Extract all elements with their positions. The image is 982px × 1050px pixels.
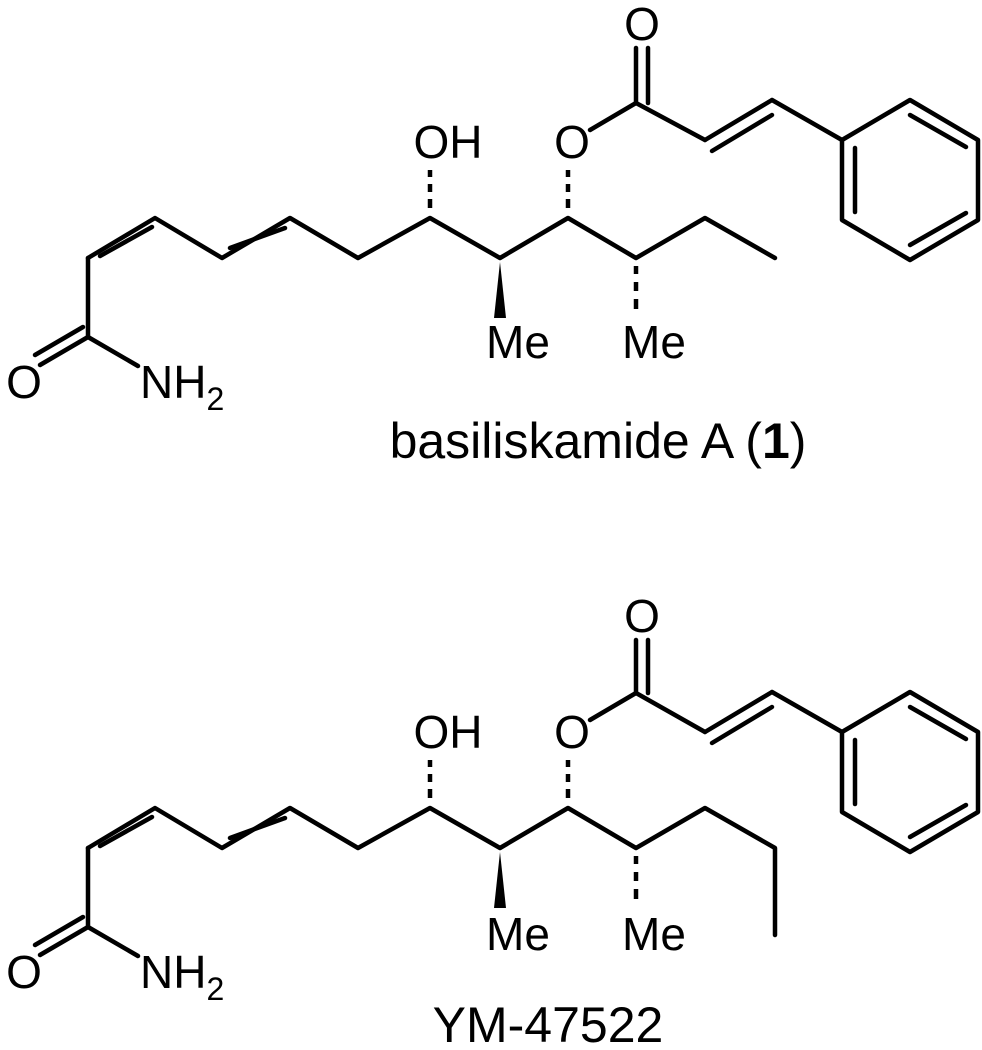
amide-co-bond-a bbox=[37, 334, 91, 368]
cinnamoyl-bond-2 bbox=[769, 97, 845, 143]
amide-n-label: NH2 bbox=[140, 946, 224, 1007]
amide-cn-bond bbox=[85, 924, 141, 959]
z-alkene-inner-bond bbox=[97, 224, 155, 259]
amide-co-bond-b bbox=[32, 324, 86, 358]
ester-o-label: O bbox=[554, 706, 590, 758]
hydroxyl-label: OH bbox=[414, 706, 483, 758]
ester-o-label: O bbox=[554, 116, 590, 168]
carbon-skeleton bbox=[32, 637, 845, 959]
cinnamoyl-double-a bbox=[702, 97, 775, 143]
amide-o-label: O bbox=[6, 946, 42, 998]
amide-n-text: NH bbox=[140, 946, 206, 998]
methyl-2-label: Me bbox=[622, 316, 686, 368]
methyl-1-label: Me bbox=[486, 908, 550, 960]
carbon-skeleton bbox=[32, 45, 845, 369]
amide-n-subscript: 2 bbox=[206, 381, 224, 417]
phenyl-ring bbox=[839, 689, 981, 855]
methyl-wedge-bond bbox=[494, 262, 506, 318]
cinnamoyl-double-a bbox=[702, 689, 775, 735]
cinnamoyl-bond-2 bbox=[769, 689, 845, 735]
phenyl-ring bbox=[839, 97, 981, 263]
amide-co-bond-b bbox=[32, 914, 86, 948]
amide-n-text: NH bbox=[140, 356, 206, 408]
ester-o-c-bond bbox=[587, 690, 639, 723]
e-alkene-inner-bond bbox=[227, 815, 288, 841]
e-alkene-inner-bond bbox=[227, 225, 288, 251]
structure-basiliskamide-a: O O OH Me Me O NH2 basiliskamide A (1) bbox=[6, 0, 981, 469]
carbonyl-o-label: O bbox=[624, 0, 660, 50]
backbone-bonds bbox=[85, 805, 778, 938]
compound-name-prefix: basiliskamide A ( bbox=[390, 413, 763, 469]
hydroxyl-label: OH bbox=[414, 116, 483, 168]
z-alkene-inner-bond bbox=[97, 814, 155, 849]
amide-cn-bond bbox=[85, 334, 141, 369]
amide-n-label: NH2 bbox=[140, 356, 224, 417]
compound-name-suffix: ) bbox=[790, 413, 807, 469]
methyl-1-label: Me bbox=[486, 316, 550, 368]
compound-name-basiliskamide-a: basiliskamide A (1) bbox=[390, 413, 807, 469]
methyl-2-label: Me bbox=[622, 908, 686, 960]
cinnamoyl-double-b bbox=[709, 704, 775, 746]
compound-number: 1 bbox=[762, 413, 790, 469]
methyl-wedge-bond bbox=[494, 852, 506, 908]
backbone-bonds bbox=[85, 215, 778, 261]
carbonyl-o-label: O bbox=[624, 590, 660, 642]
cinnamoyl-bond-1 bbox=[633, 100, 708, 143]
cinnamoyl-double-b bbox=[709, 112, 775, 154]
amide-n-subscript: 2 bbox=[206, 971, 224, 1007]
amide-co-bond-a bbox=[37, 924, 91, 958]
cinnamoyl-bond-1 bbox=[633, 690, 708, 735]
ester-o-c-bond bbox=[587, 100, 639, 133]
amide-o-label: O bbox=[6, 356, 42, 408]
structure-ym-47522: O O OH Me Me O NH2 YM-47522 bbox=[6, 590, 981, 1050]
compound-name-ym-47522: YM-47522 bbox=[433, 997, 664, 1050]
